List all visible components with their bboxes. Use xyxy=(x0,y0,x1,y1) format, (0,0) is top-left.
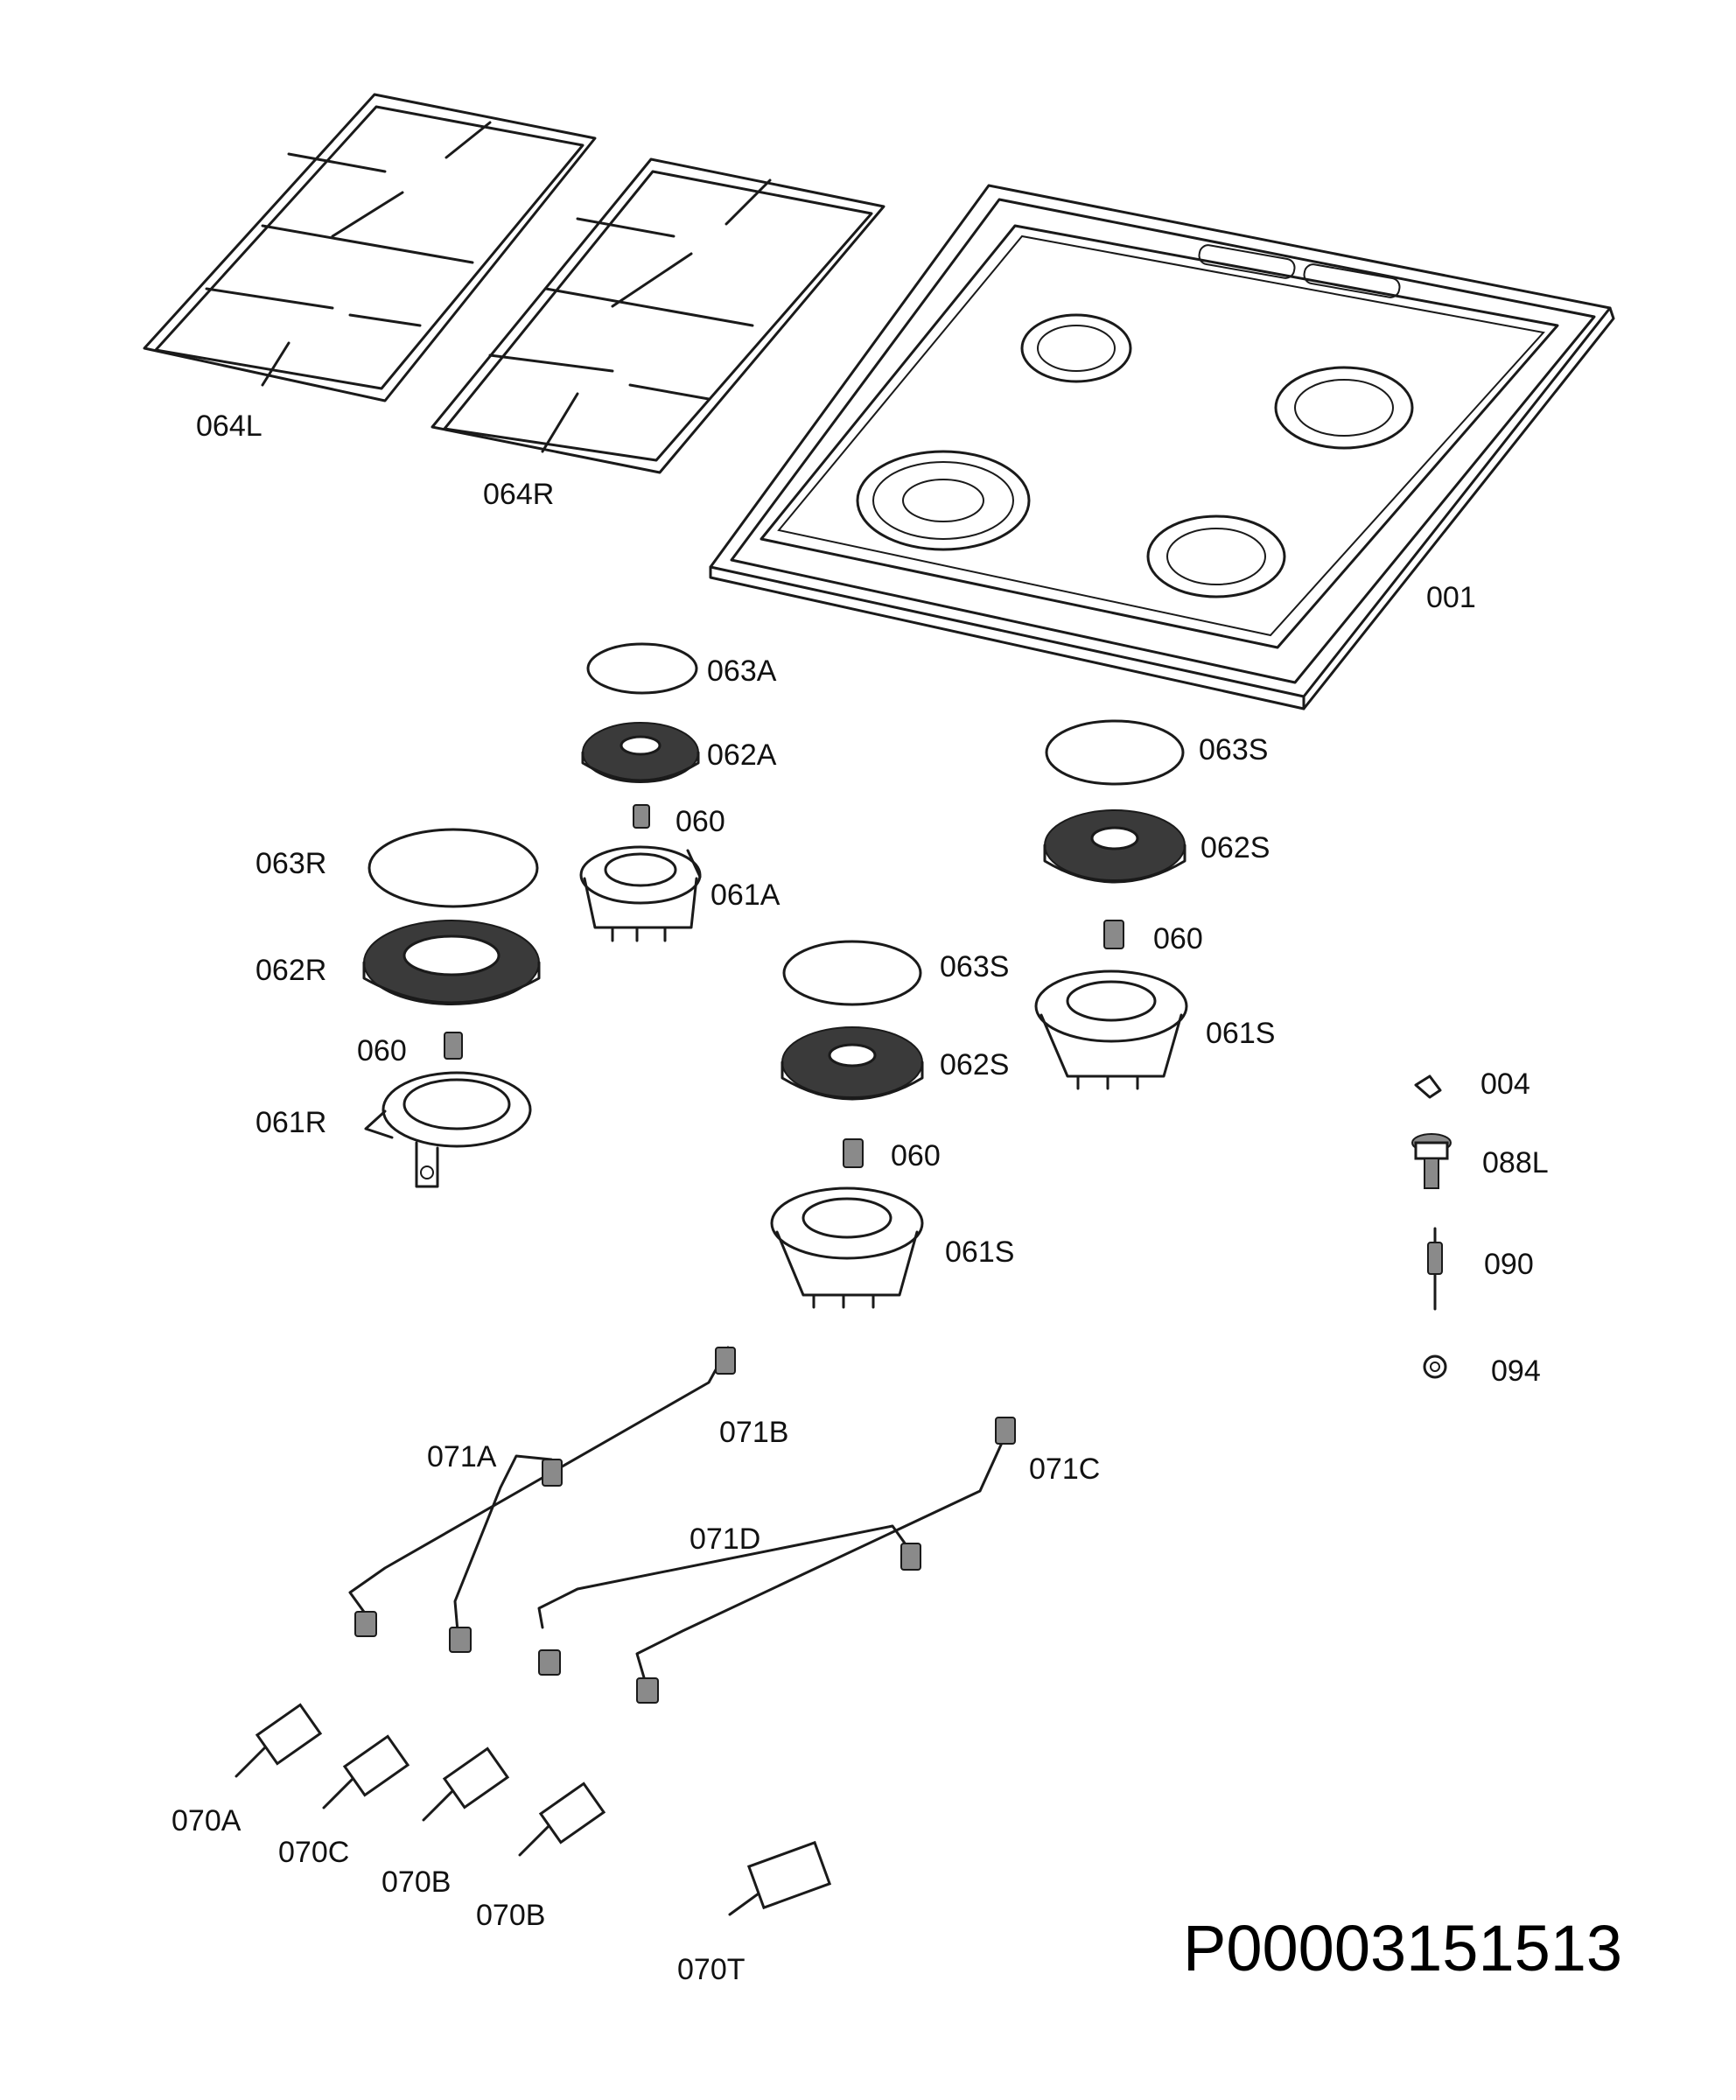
label-062R: 062R xyxy=(256,954,327,987)
label-061S-mid: 061S xyxy=(945,1236,1015,1269)
label-064L: 064L xyxy=(196,410,262,443)
label-062S-mid: 062S xyxy=(940,1048,1010,1082)
label-062S-right: 062S xyxy=(1200,831,1270,864)
label-071B: 071B xyxy=(719,1416,789,1449)
label-060-semirapid-mid: 060 xyxy=(891,1139,941,1172)
label-061A: 061A xyxy=(710,878,780,912)
label-060-aux: 060 xyxy=(676,805,725,838)
label-062A: 062A xyxy=(707,738,777,772)
label-070B-2: 070B xyxy=(476,1899,546,1932)
document-id: P00003151513 xyxy=(1183,1912,1623,1984)
label-004: 004 xyxy=(1480,1068,1530,1101)
burner-base-auxiliary xyxy=(579,845,702,942)
label-070A: 070A xyxy=(172,1804,242,1838)
label-088L: 088L xyxy=(1482,1146,1549,1180)
burner-base-semirapid-mid xyxy=(770,1186,924,1309)
label-063A: 063A xyxy=(707,654,777,688)
clip-part xyxy=(1414,1074,1442,1099)
label-060-semirapid-right: 060 xyxy=(1153,922,1203,956)
burner-cap-auxiliary xyxy=(586,642,698,695)
burner-base-semirapid-right xyxy=(1034,970,1188,1090)
label-061S-right: 061S xyxy=(1206,1017,1276,1050)
thermocouple xyxy=(1427,1227,1443,1311)
burner-crown-semirapid-mid xyxy=(780,1026,924,1101)
label-064R: 064R xyxy=(483,478,555,511)
label-001: 001 xyxy=(1426,581,1476,614)
pan-support-right xyxy=(430,158,886,474)
burner-crown-semirapid-right xyxy=(1043,809,1186,884)
gas-fitting xyxy=(1411,1133,1452,1189)
label-063S-right: 063S xyxy=(1199,733,1269,766)
label-090: 090 xyxy=(1484,1248,1534,1281)
label-070T: 070T xyxy=(677,1953,746,1986)
pan-support-left xyxy=(143,93,597,402)
burner-cap-rapid xyxy=(368,828,539,908)
injector-semirapid-mid xyxy=(843,1138,864,1168)
injector-rapid xyxy=(444,1032,463,1060)
burner-base-rapid xyxy=(364,1071,532,1188)
gas-pipes xyxy=(348,1346,1016,1704)
label-070B-1: 070B xyxy=(382,1866,452,1899)
hob-top-plate xyxy=(709,184,1615,710)
label-071D: 071D xyxy=(690,1522,761,1556)
label-071C: 071C xyxy=(1029,1452,1101,1486)
burner-cap-semirapid-right xyxy=(1045,719,1185,786)
label-071A: 071A xyxy=(427,1440,497,1474)
gas-taps xyxy=(234,1703,832,1916)
label-060-rapid: 060 xyxy=(357,1034,407,1068)
label-094: 094 xyxy=(1491,1354,1541,1388)
label-063R: 063R xyxy=(256,847,327,880)
injector-semirapid-right xyxy=(1103,920,1124,949)
label-061R: 061R xyxy=(256,1106,327,1139)
label-063S-mid: 063S xyxy=(940,950,1010,984)
burner-crown-auxiliary xyxy=(581,722,700,783)
label-070C: 070C xyxy=(278,1836,350,1869)
injector-auxiliary xyxy=(633,804,650,829)
washer xyxy=(1423,1354,1447,1379)
burner-crown-rapid xyxy=(362,920,541,1005)
burner-cap-semirapid-mid xyxy=(782,940,922,1006)
